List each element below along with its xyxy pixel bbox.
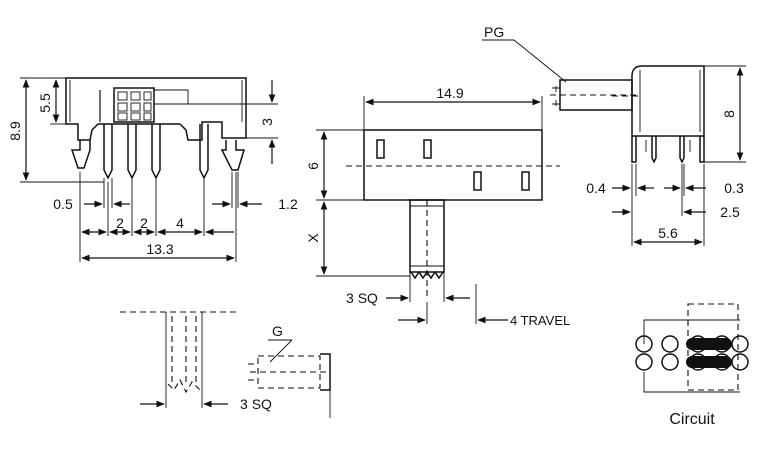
dim-height-terminal: 3 xyxy=(259,118,275,126)
label-g: G xyxy=(272,323,283,339)
dim-side-depth: 5.6 xyxy=(658,225,678,241)
dim-top-height: 6 xyxy=(305,162,321,170)
dim-top-length: 14.9 xyxy=(436,85,463,101)
dim-pitch-b: 2 xyxy=(140,215,148,231)
top-view: 14.9 6 X 3 SQ 4 TRAVEL xyxy=(305,85,570,328)
dim-leg-width: 1.2 xyxy=(278,196,298,212)
dim-height-body: 5.5 xyxy=(37,93,53,113)
dim-overall-length: 13.3 xyxy=(146,241,173,257)
actuator-detail: 3 SQ G xyxy=(120,311,331,418)
dim-height-total: 8.9 xyxy=(7,121,23,141)
front-view: 8.9 5.5 3 0.5 1.2 2 2 4 xyxy=(7,77,298,262)
contact-bar-top xyxy=(686,338,732,350)
dim-pin-b: 0.3 xyxy=(724,180,744,196)
circuit-diagram: Circuit xyxy=(635,303,749,428)
circuit-caption: Circuit xyxy=(669,411,715,428)
dim-side-height: 8 xyxy=(721,110,737,118)
dim-pitch-a: 2 xyxy=(116,215,124,231)
dim-travel: 4 TRAVEL xyxy=(510,313,570,328)
dim-pin-a: 0.4 xyxy=(586,180,606,196)
dim-pitch-c: 4 xyxy=(176,215,184,231)
dim-pin-width: 0.5 xyxy=(53,196,73,212)
dim-actuator-square: 3 SQ xyxy=(346,290,378,306)
contact-bar-bottom xyxy=(686,356,732,368)
dim-actuator-extension: X xyxy=(305,233,321,243)
dim-pin-spacing: 2.5 xyxy=(720,204,740,220)
dim-detail-square: 3 SQ xyxy=(240,396,272,412)
label-pg: PG xyxy=(484,24,504,40)
side-view: PG 8 0.4 0.3 2 xyxy=(482,24,746,246)
